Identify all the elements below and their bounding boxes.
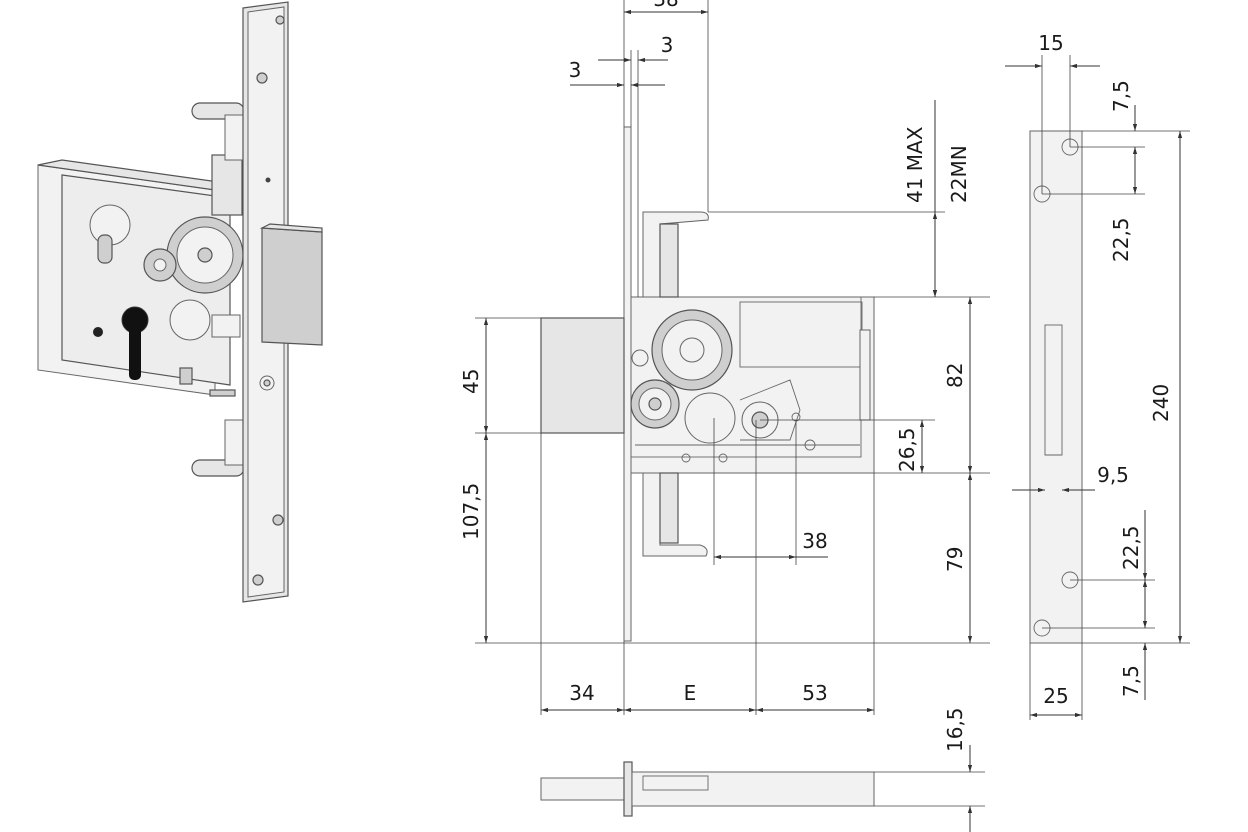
dim-plate-7-5-top: 7,5: [1109, 80, 1133, 112]
dim-82: 82: [943, 363, 967, 388]
front-faceplate: [623, 126, 632, 642]
cam-disc: [169, 299, 211, 341]
lock-bolt: [261, 227, 323, 346]
dim-79: 79: [943, 547, 967, 572]
dim-front-top-38: 38: [653, 0, 678, 11]
dim-53: 53: [802, 681, 827, 705]
dim-plate-240: 240: [1149, 384, 1173, 422]
dimension-lines: [475, 0, 1190, 832]
dim-e: E: [684, 681, 697, 705]
strike-plate-view: [1029, 130, 1083, 644]
front-bolt: [540, 317, 625, 434]
dim-34: 34: [569, 681, 594, 705]
dim-plate-22-5-bottom: 22,5: [1119, 525, 1143, 570]
dim-plate-15: 15: [1038, 31, 1063, 55]
dim-26-5: 26,5: [895, 427, 919, 472]
lock-isometric-view: [37, 1, 323, 603]
dim-16-5: 16,5: [943, 707, 967, 752]
strike-plate: [1029, 130, 1083, 644]
screw-icon: [256, 72, 268, 84]
front-cam: [684, 392, 736, 444]
dim-front-3-right: 3: [661, 33, 674, 57]
dim-plate-9-5: 9,5: [1097, 463, 1129, 487]
dim-plate-25: 25: [1043, 684, 1068, 708]
dim-22-min: 22MN: [947, 145, 971, 203]
dimension-labels: 38 3 3 41 MAX 22MN 82 26,5 79 45 107,5 3…: [459, 0, 1173, 752]
dim-front-3-left: 3: [569, 58, 582, 82]
screw-icon: [252, 574, 264, 586]
lock-bottom-view: [540, 761, 875, 817]
dim-45: 45: [459, 369, 483, 394]
front-bottom-rod: [642, 472, 708, 557]
dim-41-max: 41 MAX: [903, 126, 927, 203]
dim-107-5: 107,5: [459, 483, 483, 540]
lock-front-view: [540, 126, 875, 642]
dim-plate-22-5-top: 22,5: [1109, 217, 1133, 262]
dim-plate-7-5-bottom: 7,5: [1119, 665, 1143, 697]
dim-38-mid: 38: [802, 529, 827, 553]
